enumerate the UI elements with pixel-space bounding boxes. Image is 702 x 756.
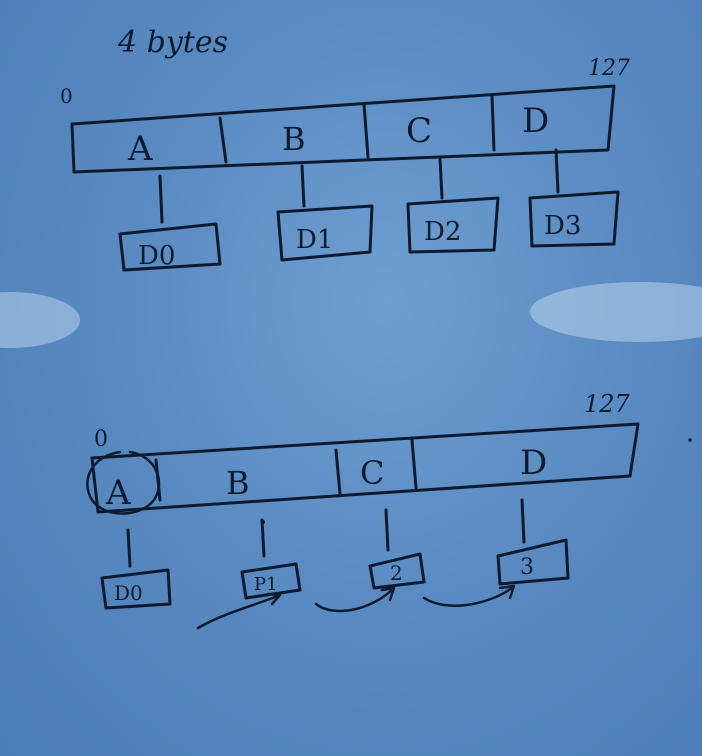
bottom-block [100,568,172,610]
top-register-outline [70,84,616,174]
top-field-b: B [282,120,306,158]
top-field-a: A [127,129,153,169]
top-block [118,222,222,272]
arrowhead [380,586,396,602]
top-connector [438,156,444,200]
top-divider [218,116,228,164]
bottom-block [496,538,570,586]
top-block-label: D3 [544,211,581,241]
top-divider [490,94,496,152]
bottom-connector [126,528,132,568]
top-divider [362,102,370,159]
bottom-block-label: P1 [254,574,278,595]
bottom-block [240,562,302,600]
arrowhead [498,584,516,600]
arrowhead [266,592,282,606]
top-block-label: D1 [296,225,333,255]
bottom-dot [261,520,265,524]
stray-dot [688,438,692,442]
glare-right [530,282,702,342]
bottom-block-label: 2 [390,561,403,585]
bottom-block [368,552,426,590]
top-connector [158,174,164,224]
top-block [528,190,620,248]
top-block [276,204,374,262]
bottom-end-label: 127 [584,390,631,418]
top-block-label: D2 [424,217,461,247]
top-heading: 4 bytes [117,25,228,60]
bottom-block-label: D0 [114,581,143,605]
bottom-register-outline [90,422,640,514]
bottom-block-label: 3 [520,555,534,580]
top-block-label: D0 [138,241,175,271]
chain-arrow [196,594,280,630]
top-diagram: 4 bytes 0 127 A B C D D0 D1 D2 D3 [60,25,630,272]
chain-arrow [422,586,514,607]
field-a-circle [86,450,161,515]
top-connector [554,148,560,194]
bottom-field-c: C [360,454,384,492]
top-field-d: D [522,101,549,141]
top-field-c: C [406,111,432,151]
chain-arrow [314,588,394,613]
bottom-field-b: B [226,464,250,502]
bottom-divider [410,438,418,490]
bottom-divider [334,448,342,496]
bottom-connector [260,518,266,558]
bottom-field-d: D [520,443,547,483]
top-end-label: 127 [588,56,630,81]
glare-left [0,292,80,348]
bottom-connector [520,498,526,544]
top-connector [300,164,306,208]
top-start-label: 0 [60,84,73,108]
bottom-start-label: 0 [94,427,108,452]
bottom-field-a: A [105,473,131,513]
bottom-diagram: 0 127 A B C D D0 P1 2 3 [86,390,640,630]
top-block [406,196,500,254]
bottom-connector [384,508,390,552]
